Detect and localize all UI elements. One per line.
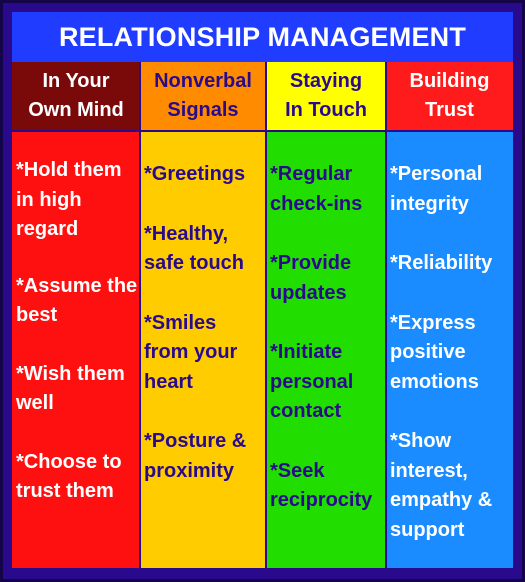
header-line: In Your [42,70,110,92]
header-line: Own Mind [28,99,124,121]
column-building-trust: Building Trust *Personal integrity *Reli… [386,62,513,568]
list-item: *Choose to trust them [16,450,122,503]
column-header: In Your Own Mind [12,62,140,132]
list-item: *Assume the best [16,274,138,327]
list-item: *Regular check-ins [270,163,363,215]
column-divider [139,62,141,568]
list-item: *Healthy, safe touch [144,222,245,275]
header-line: Staying [289,70,363,92]
column-header: Nonverbal Signals [140,62,266,132]
column-staying-in-touch: Staying In Touch *Regular check-ins *Pro… [266,62,386,568]
column-in-your-own-mind: In Your Own Mind *Hold them in high rega… [12,62,140,568]
column-divider [265,62,267,568]
list-item: *Personal integrity [390,163,483,215]
list-item: *Initiate personal contact [270,341,354,422]
column-body: *Regular check-ins *Provide updates *Ini… [266,132,386,568]
list-item: *Reliability [390,252,493,274]
list-item: *Wish them well [16,362,125,415]
column-body: *Greetings *Healthy, safe touch *Smiles … [140,132,266,568]
header-line: Trust [425,99,474,121]
header-line: Building [409,70,490,92]
header-line: Signals [167,99,239,121]
list-item: *Show interest, empathy & support [390,430,493,541]
header-line: Nonverbal [154,70,252,92]
list-item: *Posture & proximity [144,430,247,482]
poster-title-text: RELATIONSHIP MANAGEMENT [58,21,467,52]
column-body: *Personal integrity *Reliability *Expres… [386,132,513,568]
list-item: *Hold them in high regard [16,159,122,240]
column-body: *Hold them in high regard *Assume the be… [12,132,140,568]
list-item: *Smiles from your heart [144,311,238,393]
list-item: *Express positive emotions [390,311,479,393]
poster-title: RELATIONSHIP MANAGEMENT [12,12,513,62]
list-item: *Seek reciprocity [270,459,373,512]
header-line: In Touch [285,99,367,121]
list-item: *Greetings [144,163,246,185]
column-nonverbal-signals: Nonverbal Signals *Greetings *Healthy, s… [140,62,266,568]
list-item: *Provide updates [270,252,352,304]
column-header: Staying In Touch [266,62,386,132]
column-header: Building Trust [386,62,513,132]
column-divider [385,62,387,568]
